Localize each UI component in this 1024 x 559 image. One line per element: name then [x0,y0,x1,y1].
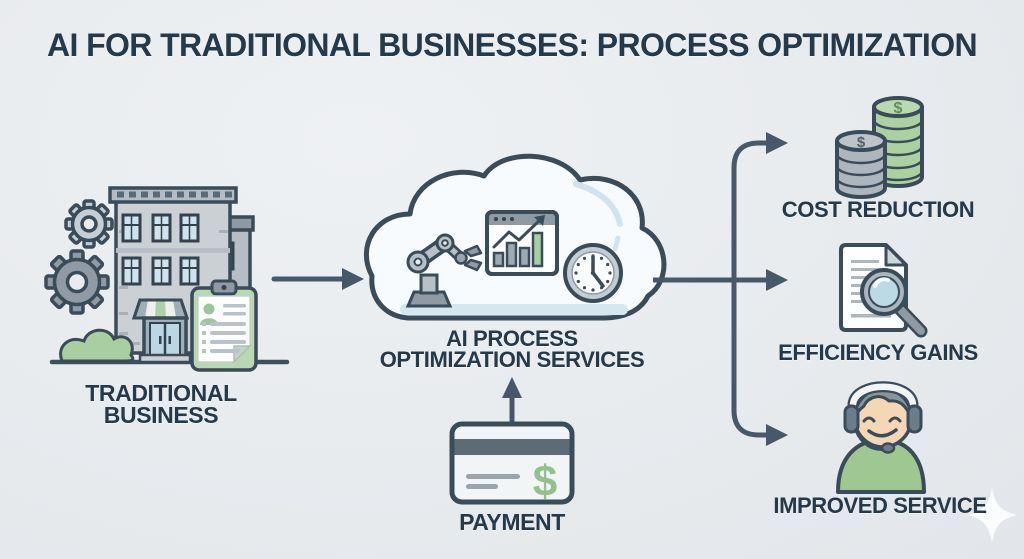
ai-services-label-line2: OPTIMIZATION SERVICES [379,347,645,372]
clock-icon [563,243,623,303]
bush-icon [59,328,135,363]
ai-services-label-line1: AI PROCESS [446,326,578,351]
credit-card-icon: $ [449,421,575,506]
arrow-business-to-cloud [271,268,364,290]
robot-arm-icon [405,233,483,308]
gear-large-icon [44,249,110,315]
efficiency-gains-label: EFFICIENCY GAINS [778,340,978,365]
coin-stack-gray-icon: $ [835,130,887,199]
coin-stack-icon: $ $ [835,96,924,199]
gear-small-icon [64,199,114,249]
headset-icon [843,381,923,454]
clipboard-icon [190,279,258,372]
cloud-highlight [573,181,623,227]
traditional-business-label-line1: TRADITIONAL [85,380,237,406]
traditional-business-label-line2: BUSINESS [103,402,219,428]
coin-dollar-gray: $ [857,134,866,151]
cloud-icon [363,153,667,321]
coin-dollar-green: $ [894,100,903,117]
trend-arrow-icon [492,215,545,249]
arrow-payment-to-services [502,377,522,425]
magnifier-icon [860,268,928,338]
support-agent-icon [836,381,926,494]
analytics-window-icon [485,210,559,276]
payment-dollar-glyph: $ [533,457,557,506]
traditional-business-icon [44,186,290,372]
face [862,416,902,438]
document-magnifier-icon [839,243,928,338]
cost-reduction-label: COST REDUCTION [781,197,975,222]
payment-label: PAYMENT [459,509,565,535]
arrow-cloud-to-outcomes [653,132,788,446]
door-icon [138,316,192,364]
sparkle-icon [967,487,1017,543]
improved-service-label: IMPROVED SERVICE [773,493,987,518]
bar-chart-icon [492,231,544,268]
traditional-business-label: TRADITIONAL BUSINESS [85,380,237,428]
ai-services-label: AI PROCESS OPTIMIZATION SERVICES [379,326,645,372]
diagram-title: AI FOR TRADITIONAL BUSINESSES: PROCESS O… [46,27,978,63]
awning-icon [131,298,190,320]
